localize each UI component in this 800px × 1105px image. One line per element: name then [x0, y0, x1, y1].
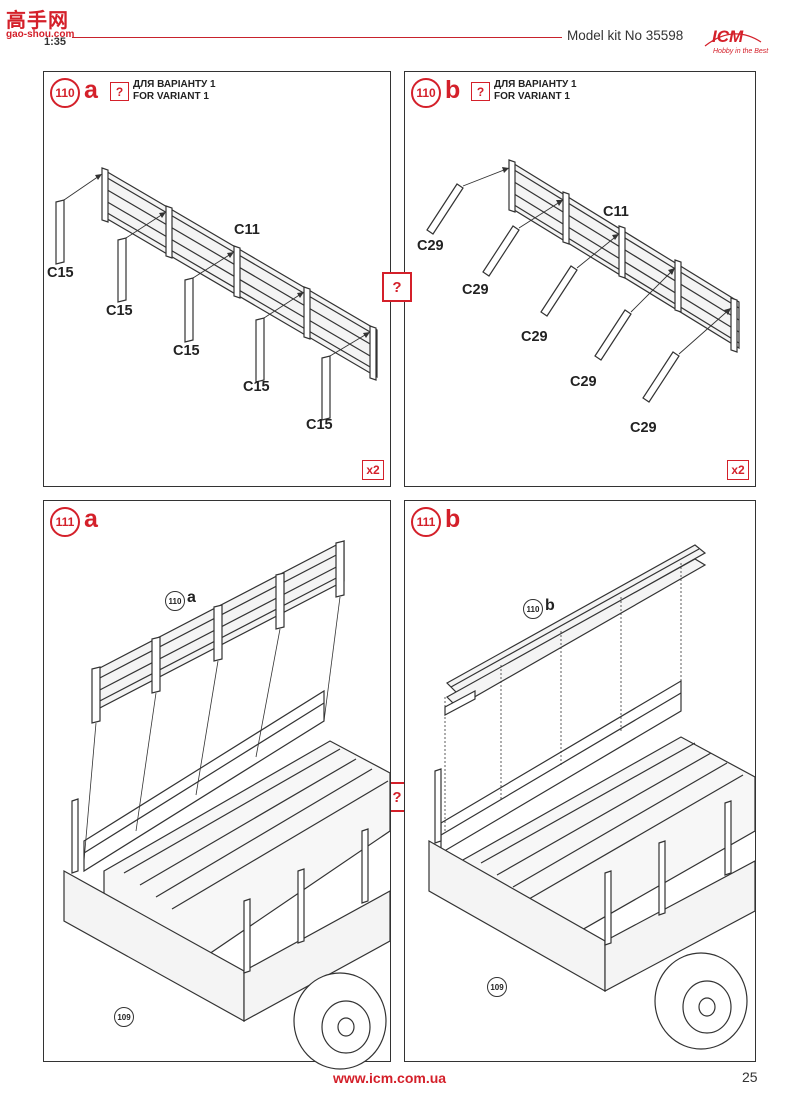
part-label: C15: [173, 343, 200, 359]
logo-tagline: Hobby in the Best: [713, 48, 769, 55]
footer-url-link[interactable]: www.icm.com.ua: [333, 1070, 447, 1086]
truck-bed-diagram: [63, 540, 391, 1070]
panel-110b: 110 b ? ДЛЯ ВАРІАНТУ 1 FOR VARIANT 1: [404, 71, 756, 487]
scale-label: 1:35: [44, 36, 67, 48]
step-badge: 110: [411, 78, 441, 108]
page-number: 25: [742, 1069, 758, 1085]
panel-110a: 110 a ? ДЛЯ ВАРІАНТУ 1 FOR VARIANT 1: [43, 71, 391, 487]
part-label-main: C11: [603, 204, 629, 220]
model-kit-number: Model kit No 35598: [567, 28, 684, 43]
question-icon: ?: [110, 82, 129, 101]
step-letter: a: [84, 505, 98, 533]
variant-label-en: FOR VARIANT 1: [133, 91, 209, 102]
step-badge: 111: [50, 507, 80, 537]
watermark-url: gao-shou.com: [6, 29, 75, 40]
separator-question-icon: ?: [382, 272, 412, 302]
step-letter: b: [445, 505, 461, 533]
variant-label-ua: ДЛЯ ВАРІАНТУ 1: [133, 79, 216, 90]
part-label: C29: [570, 374, 597, 390]
watermark-text: 高手网: [6, 10, 69, 32]
step-letter: b: [445, 76, 461, 104]
multiplier-badge: x2: [727, 460, 749, 480]
rail-assembly-diagram: [55, 167, 378, 421]
header-rule: [72, 37, 562, 38]
truck-bed-diagram: [428, 544, 756, 1050]
base-step-badge: 109: [487, 977, 507, 997]
question-icon: ?: [471, 82, 490, 101]
reference-step-letter: b: [545, 597, 555, 614]
multiplier-badge: x2: [362, 460, 384, 480]
reference-step-badge: 110: [165, 591, 185, 611]
icm-logo-icon: [704, 33, 762, 47]
panel-111a: 111 a 110 a 109: [43, 500, 391, 1070]
part-label: C29: [521, 329, 548, 345]
rail-assembly-diagram: [426, 159, 740, 403]
part-label: C15: [243, 379, 270, 395]
logo-text: ICM: [712, 27, 744, 46]
part-label: C15: [106, 303, 133, 319]
variant-label-en: FOR VARIANT 1: [494, 91, 570, 102]
base-step-badge: 109: [114, 1007, 134, 1027]
part-label: C29: [462, 282, 489, 298]
part-label: C15: [306, 417, 333, 433]
reference-step-badge: 110: [523, 599, 543, 619]
part-label: C15: [47, 265, 74, 281]
panel-111b: 111 b 110 b 109: [404, 500, 756, 1062]
step-letter: a: [84, 76, 98, 104]
step-badge: 111: [411, 507, 441, 537]
variant-label-ua: ДЛЯ ВАРІАНТУ 1: [494, 79, 577, 90]
part-label: C29: [417, 238, 444, 254]
part-label-main: C11: [234, 222, 260, 238]
part-label: C29: [630, 420, 657, 436]
step-badge: 110: [50, 78, 80, 108]
reference-step-letter: a: [187, 589, 196, 606]
